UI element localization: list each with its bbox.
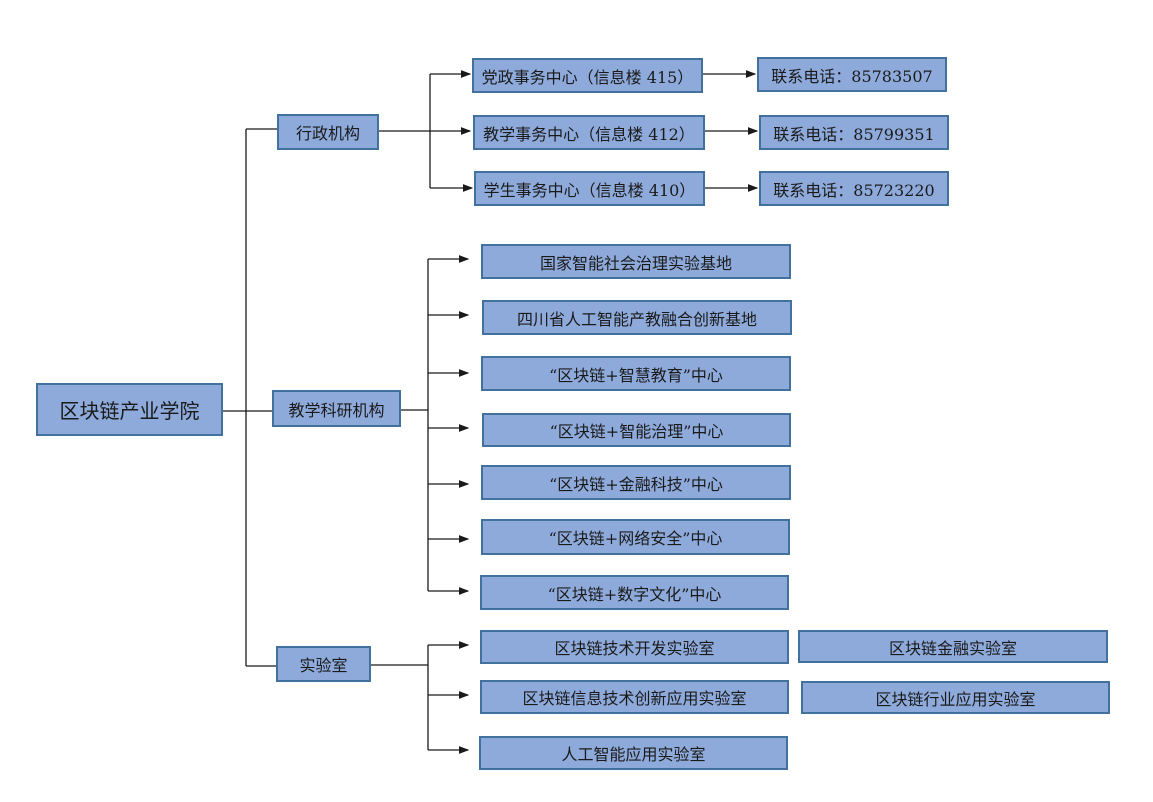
research-unit-6: “区块链+网络安全”中心 (481, 519, 790, 555)
lab-1: 区块链技术开发实验室 (480, 630, 789, 664)
research-unit-5: “区块链+金融科技”中心 (481, 465, 791, 500)
admin-office-1: 党政事务中心（信息楼 415） (472, 58, 703, 93)
lab-2: 区块链信息技术创新应用实验室 (480, 680, 789, 714)
branch-research: 教学科研机构 (272, 390, 401, 427)
contact-phone-2: 联系电话：85799351 (759, 115, 949, 150)
branch-lab: 实验室 (276, 646, 371, 682)
research-unit-4: “区块链+智能治理”中心 (482, 413, 791, 447)
branch-admin: 行政机构 (277, 114, 379, 150)
research-unit-3: “区块链+智慧教育”中心 (481, 356, 791, 391)
lab-3: 人工智能应用实验室 (479, 736, 788, 770)
lab-5: 区块链行业应用实验室 (801, 681, 1110, 714)
contact-phone-3: 联系电话：85723220 (759, 171, 949, 206)
contact-phone-1: 联系电话：85783507 (757, 57, 947, 92)
research-unit-1: 国家智能社会治理实验基地 (481, 244, 791, 279)
admin-office-2: 教学事务中心（信息楼 412） (473, 115, 705, 150)
admin-office-3: 学生事务中心（信息楼 410） (474, 171, 705, 206)
root-node: 区块链产业学院 (36, 383, 223, 436)
lab-4: 区块链金融实验室 (798, 630, 1108, 663)
research-unit-7: “区块链+数字文化”中心 (480, 575, 789, 610)
research-unit-2: 四川省人工智能产教融合创新基地 (482, 300, 792, 335)
